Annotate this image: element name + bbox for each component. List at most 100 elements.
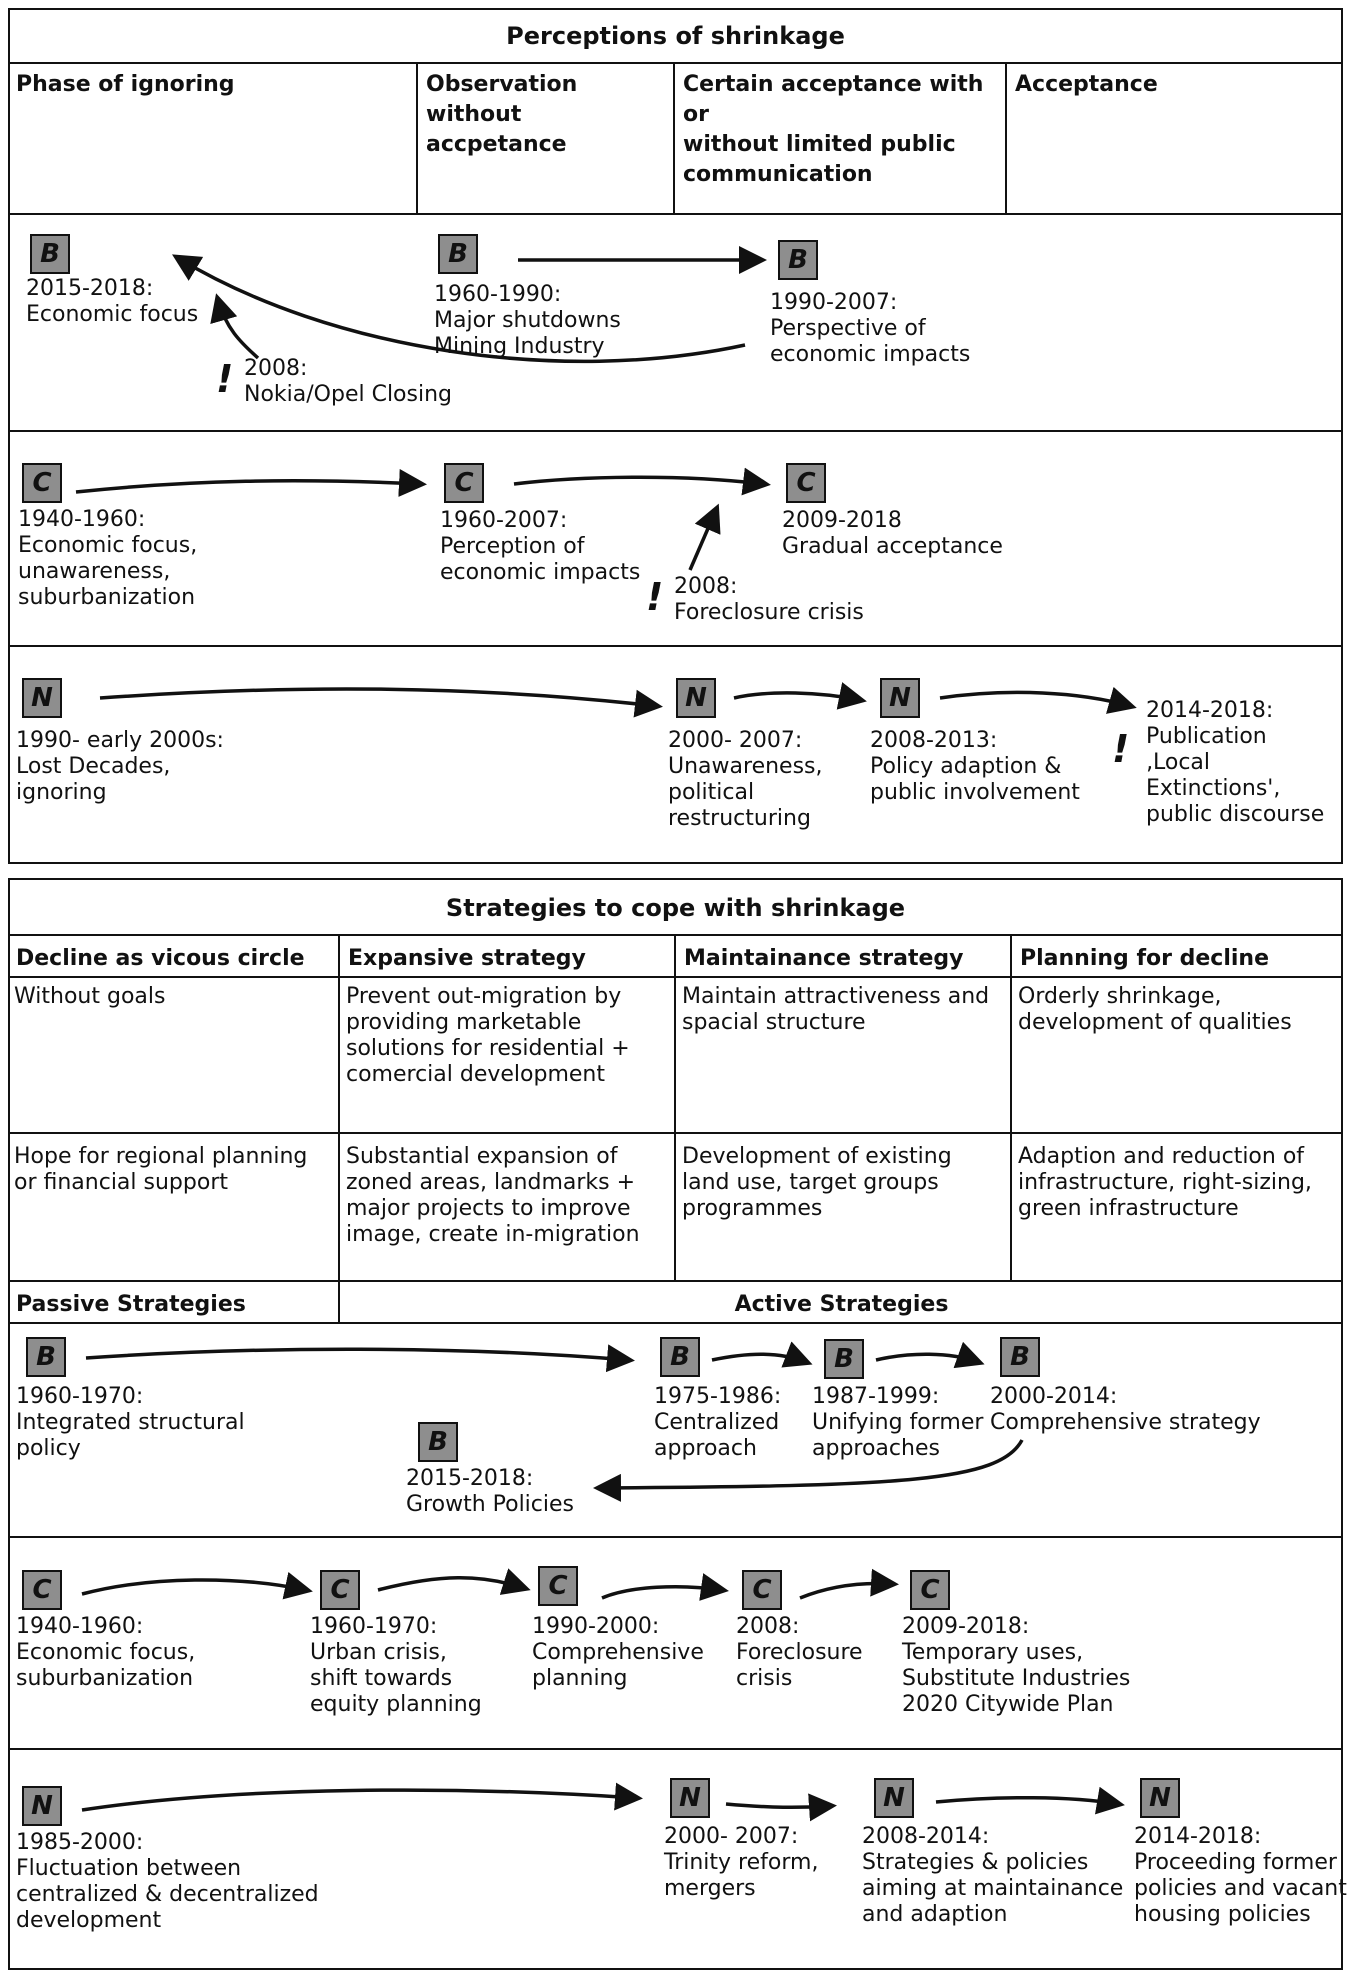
divider	[673, 62, 675, 214]
node-badge-c: C	[320, 1570, 360, 1610]
node-badge-c: C	[444, 463, 484, 503]
timeline-arrow	[210, 293, 260, 360]
goal-text: Maintain attractiveness and spacial stru…	[682, 984, 990, 1035]
node-badge-n: N	[22, 1786, 62, 1826]
event-note: 2014-2018: Publication ‚Local Extinction…	[1146, 698, 1325, 827]
measure-text: Adaption and reduction of infrastructure…	[1018, 1144, 1312, 1221]
timeline-arrow	[172, 254, 746, 364]
perceptions-title: Perceptions of shrinkage	[506, 22, 845, 50]
node-text: 2009-2018 Gradual acceptance	[782, 508, 1003, 559]
node-text: 1975-1986: Centralized approach	[654, 1384, 782, 1461]
timeline-arrow	[593, 1439, 1024, 1502]
divider	[8, 1748, 1343, 1750]
strategies-title: Strategies to cope with shrinkage	[445, 894, 906, 922]
node-text: 1940-1960: Economic focus, suburbanizati…	[16, 1614, 196, 1691]
node-text: 1960-1970: Urban crisis, shift towards e…	[310, 1614, 482, 1717]
timeline-arrow	[75, 468, 427, 497]
event-exclamation-icon: !	[1112, 727, 1130, 771]
node-badge-b: B	[824, 1339, 864, 1379]
event-exclamation-icon: !	[216, 357, 234, 401]
node-badge-b: B	[1000, 1337, 1040, 1377]
goal-text: Orderly shrinkage, development of qualit…	[1018, 984, 1292, 1035]
timeline-arrow	[935, 1786, 1125, 1815]
node-badge-c: C	[22, 463, 62, 503]
measure-text: Substantial expansion of zoned areas, la…	[346, 1144, 640, 1247]
timeline-arrow	[601, 1573, 729, 1601]
node-text: 1990-2000: Comprehensive planning	[532, 1614, 704, 1691]
timeline-arrow	[725, 1793, 837, 1822]
timeline-arrow	[799, 1568, 899, 1600]
timeline-arrow	[85, 1344, 635, 1373]
node-text: 2008: Foreclosure crisis	[736, 1614, 863, 1691]
divider	[8, 1280, 1343, 1282]
timeline-arrow	[711, 1341, 813, 1368]
node-text: 1960-1990: Major shutdowns Mining Indust…	[434, 282, 621, 359]
event-note: 2008: Foreclosure crisis	[674, 574, 864, 625]
event-exclamation-icon: !	[646, 575, 664, 619]
timeline-arrow	[377, 1568, 531, 1595]
divider	[8, 430, 1343, 432]
divider	[8, 1322, 1343, 1324]
node-badge-c: C	[786, 463, 826, 503]
node-badge-n: N	[874, 1778, 914, 1818]
divider	[338, 934, 340, 1322]
divider	[674, 934, 676, 1280]
node-text: 2008-2014: Strategies & policies aiming …	[862, 1824, 1124, 1927]
node-text: 2015-2018: Economic focus	[26, 276, 199, 327]
node-text: 2009-2018: Temporary uses, Substitute In…	[902, 1614, 1131, 1717]
node-badge-b: B	[30, 234, 70, 274]
strategy-header-planning-decline: Planning for decline	[1020, 946, 1270, 971]
node-badge-c: C	[22, 1570, 62, 1610]
node-badge-n: N	[880, 678, 920, 718]
node-text: 1990-2007: Perspective of economic impac…	[770, 290, 971, 367]
timeline-arrow	[733, 682, 867, 710]
divider	[8, 645, 1343, 647]
divider	[8, 62, 1343, 64]
event-note: 2008: Nokia/Opel Closing	[244, 356, 453, 407]
goal-text: Prevent out-migration by providing marke…	[346, 984, 630, 1087]
node-badge-c: C	[538, 1566, 578, 1606]
divider	[8, 213, 1343, 215]
node-badge-c: C	[910, 1570, 950, 1610]
node-badge-n: N	[670, 1778, 710, 1818]
phase-acceptance-header: Acceptance	[1015, 72, 1158, 97]
phase-certain-acceptance-header: Certain acceptance with or without limit…	[683, 72, 984, 187]
phase-observation-header: Observation without accpetance	[426, 72, 578, 157]
node-text: 2000-2014: Comprehensive strategy	[990, 1384, 1261, 1435]
node-text: 2008-2013: Policy adaption & public invo…	[870, 728, 1080, 805]
timeline-arrow	[513, 467, 771, 496]
node-text: 2014-2018: Proceeding former policies an…	[1134, 1824, 1347, 1927]
timeline-arrow	[81, 1782, 643, 1812]
timeline-arrow	[939, 686, 1137, 714]
node-text: 1985-2000: Fluctuation between centraliz…	[16, 1830, 319, 1933]
timeline-arrow	[688, 503, 721, 571]
divider	[1005, 62, 1007, 214]
strategy-header-maintainance: Maintainance strategy	[684, 946, 964, 971]
node-badge-n: N	[1140, 1778, 1180, 1818]
node-text: 2000- 2007: Unawareness, political restr…	[668, 728, 823, 831]
divider	[1010, 934, 1012, 1280]
divider	[416, 62, 418, 214]
node-badge-b: B	[660, 1337, 700, 1377]
node-badge-b: B	[778, 240, 818, 280]
measure-text: Hope for regional planning or financial …	[14, 1144, 308, 1195]
node-text: 2000- 2007: Trinity reform, mergers	[664, 1824, 819, 1901]
measure-text: Development of existing land use, target…	[682, 1144, 952, 1221]
node-badge-n: N	[22, 678, 62, 718]
node-text: 2015-2018: Growth Policies	[406, 1466, 574, 1517]
node-text: 1960-1970: Integrated structural policy	[16, 1384, 245, 1461]
node-badge-n: N	[676, 678, 716, 718]
node-text: 1987-1999: Unifying former approaches	[812, 1384, 984, 1461]
node-text: 1990- early 2000s: Lost Decades, ignorin…	[16, 728, 224, 805]
goal-text: Without goals	[14, 984, 166, 1009]
divider	[8, 1536, 1343, 1538]
strategy-header-vicious-circle: Decline as vicous circle	[16, 946, 305, 971]
perceptions-panel	[8, 8, 1343, 864]
phase-ignoring-header: Phase of ignoring	[16, 72, 235, 97]
strategy-header-expansive: Expansive strategy	[348, 946, 586, 971]
timeline-arrow	[81, 1571, 313, 1600]
node-badge-b: B	[418, 1422, 458, 1462]
timeline-arrow	[875, 1341, 985, 1369]
active-strategies-label: Active Strategies	[734, 1292, 949, 1317]
